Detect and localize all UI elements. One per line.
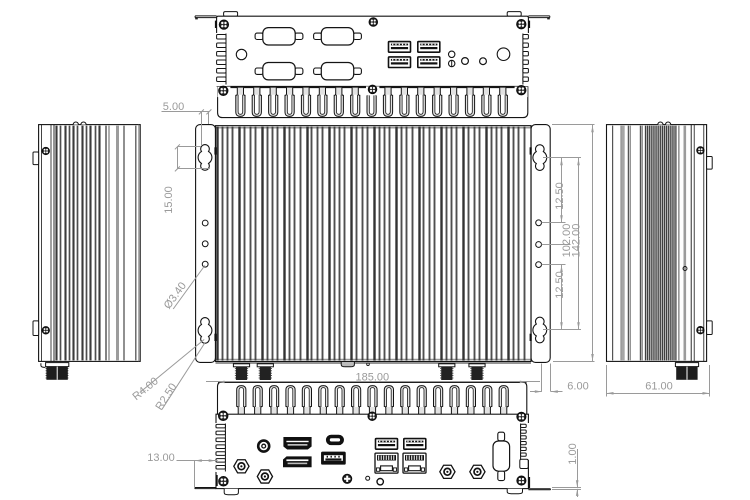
svg-text:142.00: 142.00 xyxy=(571,224,583,258)
svg-text:185.00: 185.00 xyxy=(355,372,389,384)
svg-text:12.50: 12.50 xyxy=(554,182,566,210)
svg-text:13.00: 13.00 xyxy=(147,452,175,464)
svg-text:102.00: 102.00 xyxy=(561,224,573,258)
svg-text:61.00: 61.00 xyxy=(645,381,673,393)
svg-text:12.50: 12.50 xyxy=(554,271,566,299)
svg-text:5.00: 5.00 xyxy=(163,101,184,113)
svg-text:15.00: 15.00 xyxy=(163,186,175,214)
svg-text:1.00: 1.00 xyxy=(567,443,579,464)
svg-text:6.00: 6.00 xyxy=(567,380,588,392)
